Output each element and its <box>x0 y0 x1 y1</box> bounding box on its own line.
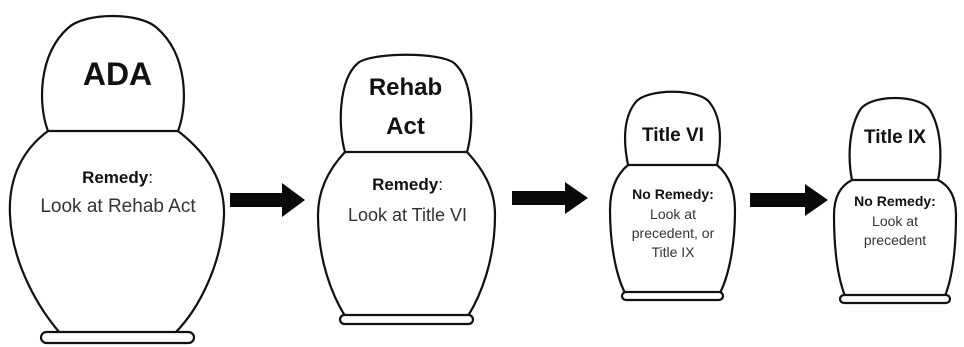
remedy-text: precedent, or <box>631 225 715 241</box>
remedy-label-text: Remedy <box>372 175 439 194</box>
remedy-text: Look at Title VI <box>347 205 468 225</box>
remedy-label-text: Remedy <box>82 168 149 187</box>
right-arrow-icon <box>230 183 305 217</box>
remedy-label-suffix: : <box>438 175 443 194</box>
doll-title: Act <box>386 113 425 140</box>
remedy-text: Look at Rehab Act <box>40 196 196 217</box>
doll-title-vi <box>608 90 737 302</box>
doll-title: Title IX <box>864 127 926 148</box>
doll-rehab-act <box>316 53 497 326</box>
remedy-text: Look at <box>872 213 918 229</box>
remedy-label-suffix: : <box>148 168 153 187</box>
doll-title: Rehab <box>368 74 443 101</box>
remedy-label: No Remedy: <box>854 193 936 209</box>
remedy-text: Look at <box>650 206 696 222</box>
right-arrow-icon <box>512 182 588 214</box>
remedy-label: Remedy: <box>320 175 495 195</box>
doll-title-ix <box>832 96 958 305</box>
doll-ada <box>8 14 226 345</box>
remedy-text: Title IX <box>651 244 695 260</box>
right-arrow-icon <box>750 184 828 216</box>
remedy-text: precedent <box>863 232 927 248</box>
remedy-label: No Remedy: <box>632 186 714 202</box>
doll-title: ADA <box>82 56 153 92</box>
doll-title: Title VI <box>642 125 704 146</box>
remedy-label: Remedy: <box>20 168 215 188</box>
